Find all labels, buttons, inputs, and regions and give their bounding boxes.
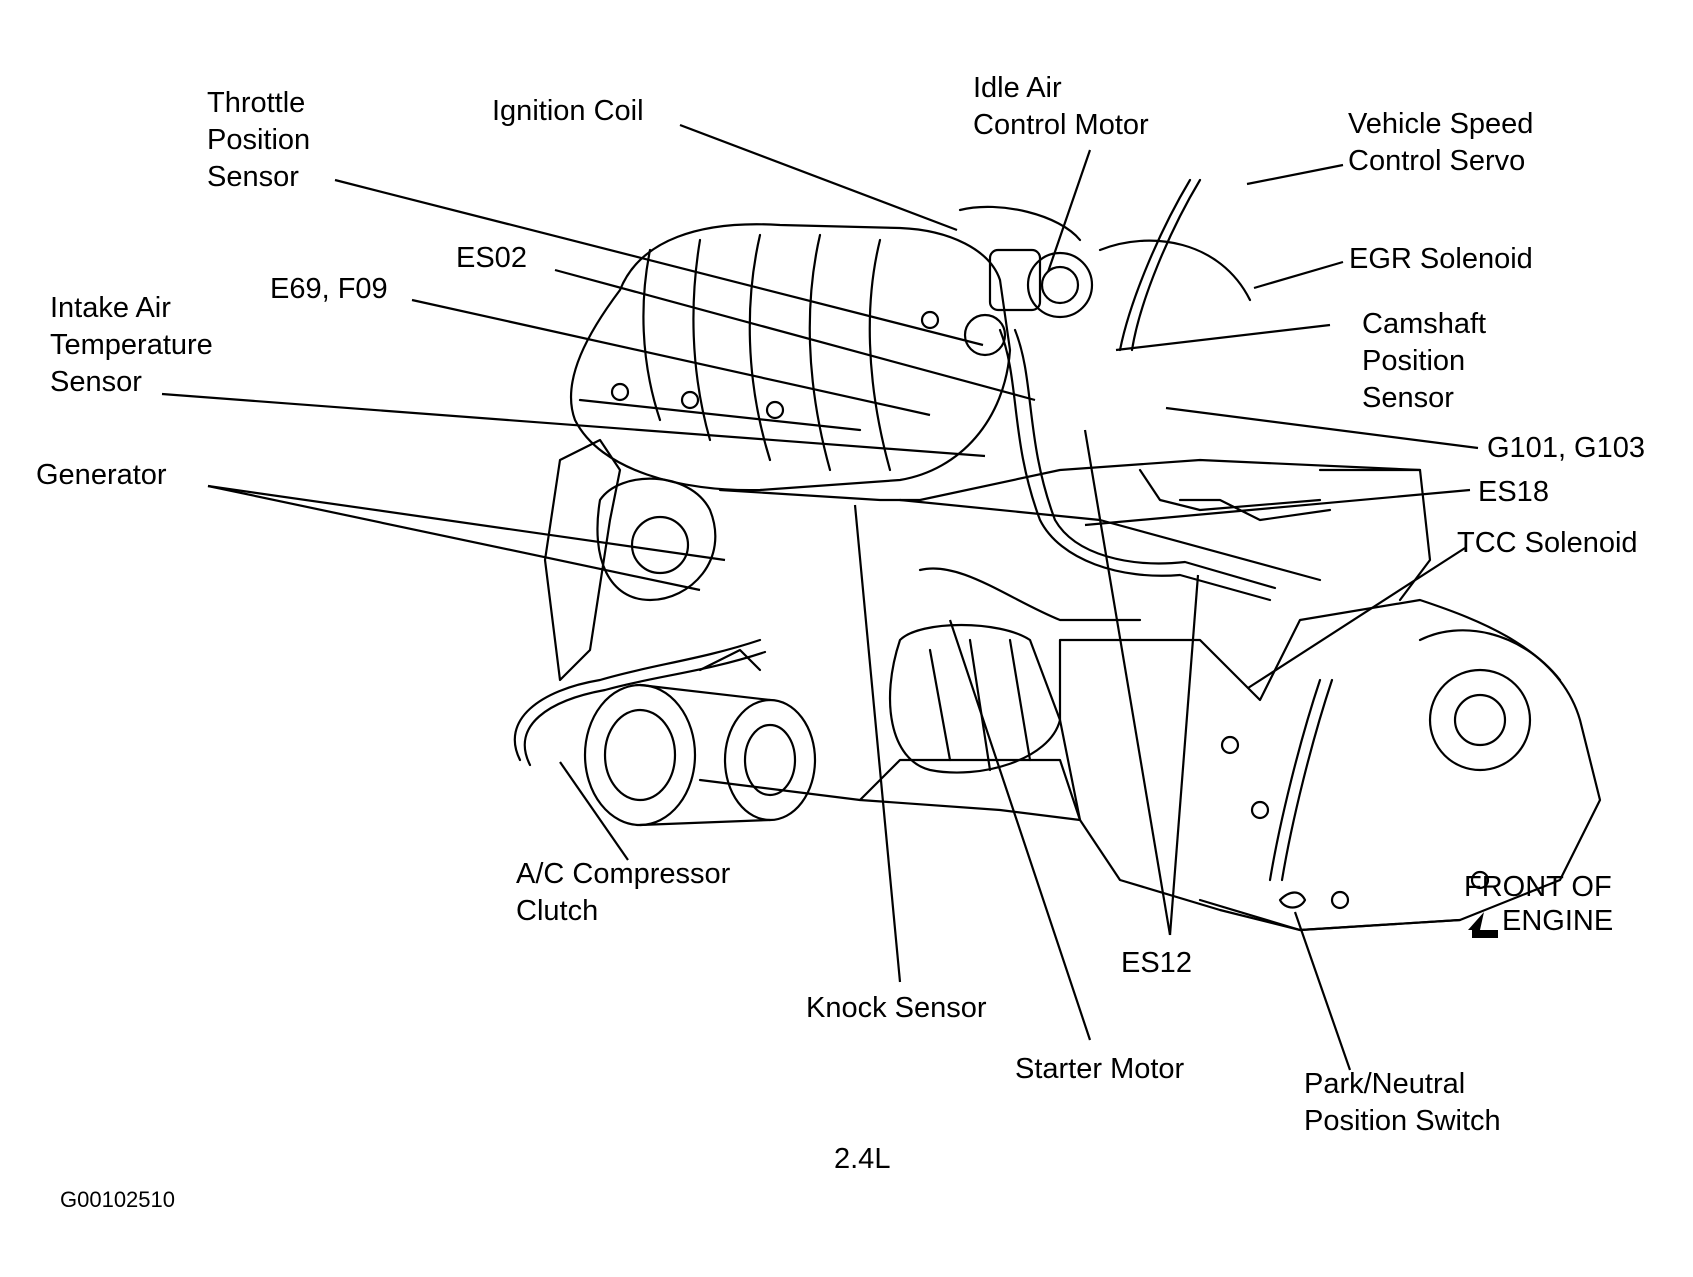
leader-ignition-coil: [679, 123, 958, 232]
leader-generator-1: [207, 484, 726, 562]
leader-es18: [1084, 488, 1471, 527]
leader-vehicle-speed-control-servo: [1246, 163, 1344, 186]
leader-egr-solenoid: [1253, 260, 1344, 290]
leader-starter-motor: [948, 619, 1092, 1041]
label-g101-g103: G101, G103: [1487, 432, 1645, 464]
label-camshaft-position-sensor: Camshaft Position Sensor: [1362, 308, 1487, 414]
label-starter-motor: Starter Motor: [1015, 1053, 1185, 1085]
label-egr-solenoid: EGR Solenoid: [1349, 243, 1533, 275]
leader-tcc-solenoid: [1247, 547, 1466, 689]
figure-id: G00102510: [60, 1187, 175, 1212]
label-throttle-position-sensor: Throttle Position Sensor: [207, 87, 311, 193]
label-generator: Generator: [36, 459, 167, 491]
label-ac-compressor-clutch: A/C Compressor Clutch: [516, 858, 731, 927]
leader-knock-sensor: [853, 504, 902, 983]
leader-es12-2: [1083, 429, 1172, 936]
label-intake-air-temperature-sensor: Intake Air Temperature Sensor: [50, 292, 213, 398]
label-knock-sensor: Knock Sensor: [806, 992, 987, 1024]
transaxle: [1058, 598, 1602, 932]
engine-size-caption: 2.4L: [834, 1143, 891, 1175]
leader-lines: [161, 123, 1479, 1071]
leader-camshaft-position-sensor: [1115, 323, 1331, 352]
wiring-harness: [513, 178, 1334, 882]
starter-motor-body: [888, 623, 1062, 774]
label-e69-f09: E69, F09: [270, 273, 388, 305]
leader-e69-f09: [411, 298, 931, 417]
front-of-engine-arrow-icon: [1468, 912, 1498, 938]
leader-es12-1: [1168, 574, 1200, 936]
label-es12: ES12: [1121, 947, 1192, 979]
oil-pan: [698, 758, 1082, 822]
leader-generator-2: [207, 484, 701, 592]
label-vehicle-speed-control-servo: Vehicle Speed Control Servo: [1348, 108, 1534, 177]
leader-ac-compressor-clutch: [559, 761, 629, 861]
label-tcc-solenoid: TCC Solenoid: [1457, 527, 1638, 559]
leader-throttle-position-sensor: [334, 178, 984, 347]
label-front-of-engine: FRONT OF ENGINE: [1464, 871, 1614, 937]
ac-compressor: [583, 648, 817, 827]
leader-idle-air-control-motor: [1046, 149, 1092, 273]
engine-block: [543, 438, 1432, 682]
throttle-body: [958, 205, 1094, 357]
label-es02: ES02: [456, 242, 527, 274]
label-park-neutral-position-switch: Park/Neutral Position Switch: [1304, 1068, 1501, 1137]
leader-g101-g103: [1165, 406, 1479, 450]
intake-manifold: [570, 223, 1012, 492]
label-es18: ES18: [1478, 476, 1549, 508]
label-idle-air-control-motor: Idle Air Control Motor: [973, 72, 1149, 141]
leader-intake-air-temperature-sensor: [161, 392, 986, 458]
leader-es02: [554, 268, 1036, 402]
label-ignition-coil: Ignition Coil: [492, 95, 644, 127]
leader-park-neutral-position-switch: [1293, 911, 1352, 1071]
